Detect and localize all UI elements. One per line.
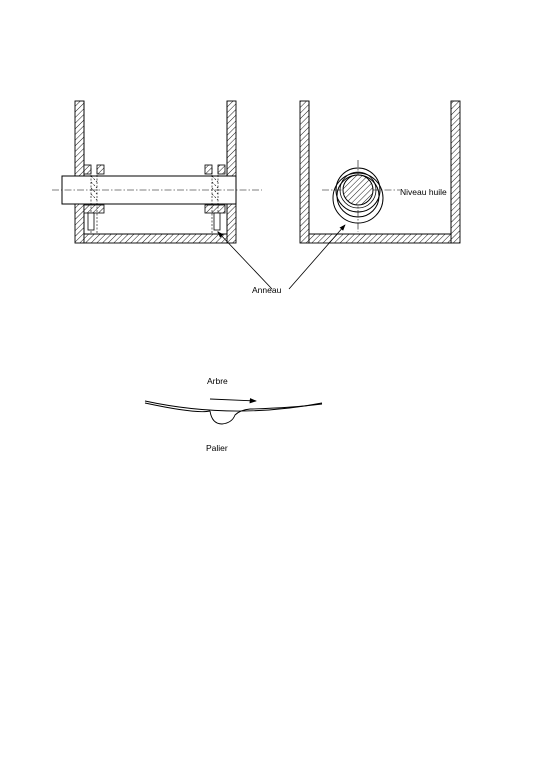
right-housing [299, 100, 461, 244]
arbre-palier-sketch: Arbre Palier [144, 376, 323, 453]
label-niveau-huile: Niveau huile [400, 187, 447, 197]
label-anneau: Anneau [252, 285, 282, 295]
label-arbre: Arbre [207, 376, 228, 386]
oil-level-callout: Niveau huile [400, 187, 447, 197]
left-rings [87, 168, 221, 234]
right-ring-and-shaft [322, 160, 400, 232]
label-palier: Palier [206, 443, 228, 453]
anneau-callout: Anneau [217, 224, 346, 295]
left-bearings [83, 164, 226, 214]
left-shaft [52, 175, 262, 205]
